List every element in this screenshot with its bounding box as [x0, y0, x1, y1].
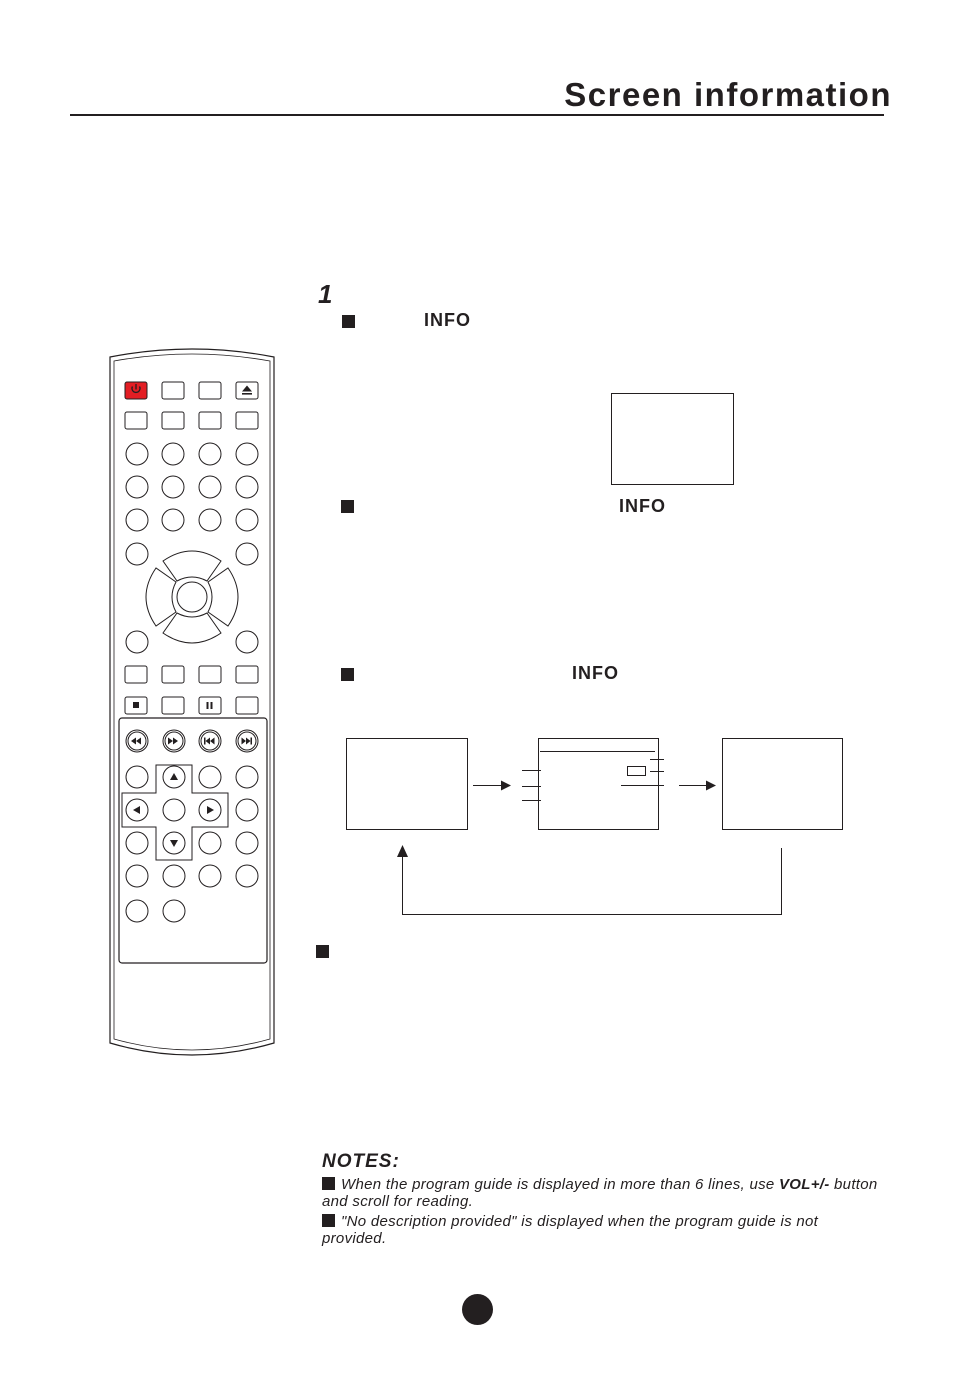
right-arrow-icon — [207, 806, 214, 814]
up-arrow-icon — [170, 773, 178, 780]
notes-heading: NOTES: — [322, 1151, 400, 1172]
note-item-scroll: When the program guide is displayed in m… — [322, 1176, 882, 1210]
info-key-label: INFO — [572, 663, 619, 683]
page-number-badge — [462, 1294, 493, 1325]
screen-box-3 — [722, 738, 843, 830]
power-button — [124, 381, 148, 400]
rewind-icon — [131, 737, 141, 745]
bullet-square — [316, 945, 329, 958]
bullet-square — [341, 500, 354, 513]
screen-display-box — [611, 393, 734, 485]
remote-control-illustration — [109, 348, 275, 1056]
header-rule — [70, 114, 884, 116]
bullet-square — [322, 1177, 335, 1190]
note-key: VOL+/- — [779, 1176, 830, 1193]
bullet-square — [322, 1214, 335, 1227]
screen-box-1 — [346, 738, 468, 830]
bullet-square — [342, 315, 355, 328]
fast-forward-icon — [168, 737, 178, 745]
next-icon — [241, 737, 252, 745]
note-text: button and scroll for reading. — [322, 1176, 878, 1210]
page-title: Screen information — [564, 76, 892, 113]
left-arrow-icon — [133, 806, 140, 814]
info-key-label: INFO — [424, 310, 471, 330]
bullet-square — [341, 668, 354, 681]
stop-icon — [133, 702, 139, 708]
note-item-description: "No description provided" is displayed w… — [322, 1213, 882, 1247]
screen-box-2 — [538, 738, 659, 830]
step-number: 1 — [318, 279, 333, 309]
note-text: When the program guide is displayed in m… — [341, 1176, 779, 1193]
note-text: "No description provided" is displayed w… — [322, 1213, 819, 1247]
previous-icon — [204, 737, 215, 745]
eject-icon — [242, 385, 252, 395]
power-icon — [131, 384, 141, 394]
info-key-label: INFO — [619, 496, 666, 516]
down-arrow-icon — [170, 840, 178, 847]
pause-icon — [206, 702, 213, 709]
